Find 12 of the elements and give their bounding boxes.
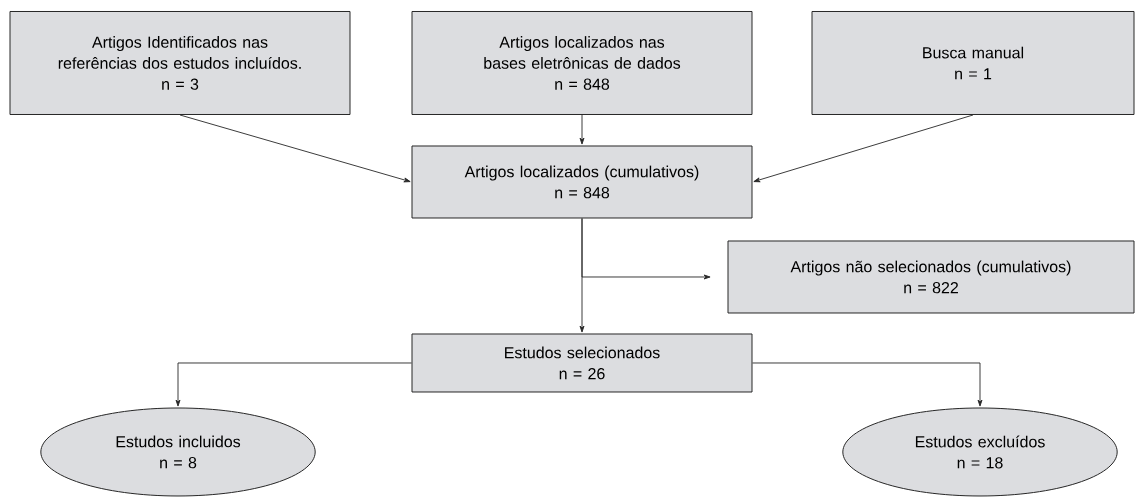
process-box: Busca manual n = 1 (811, 11, 1135, 115)
process-box: Artigos localizados (cumulativos) n = 848 (411, 145, 753, 219)
process-box: Artigos Identificados nas referências dos estudos incluídos. n = 3 (9, 11, 351, 115)
process-box: Artigos não selecionados (cumulativos) n = 822 (727, 240, 1135, 314)
process-box: Estudos selecionados n = 26 (411, 333, 753, 393)
arrow (579, 114, 585, 145)
arrow (752, 362, 983, 407)
arrow (753, 114, 974, 183)
arrow (179, 114, 411, 183)
arrow (175, 362, 412, 407)
process-box: Artigos localizados nas bases eletrônicas de dados n = 848 (411, 11, 753, 115)
arrow (579, 218, 585, 333)
